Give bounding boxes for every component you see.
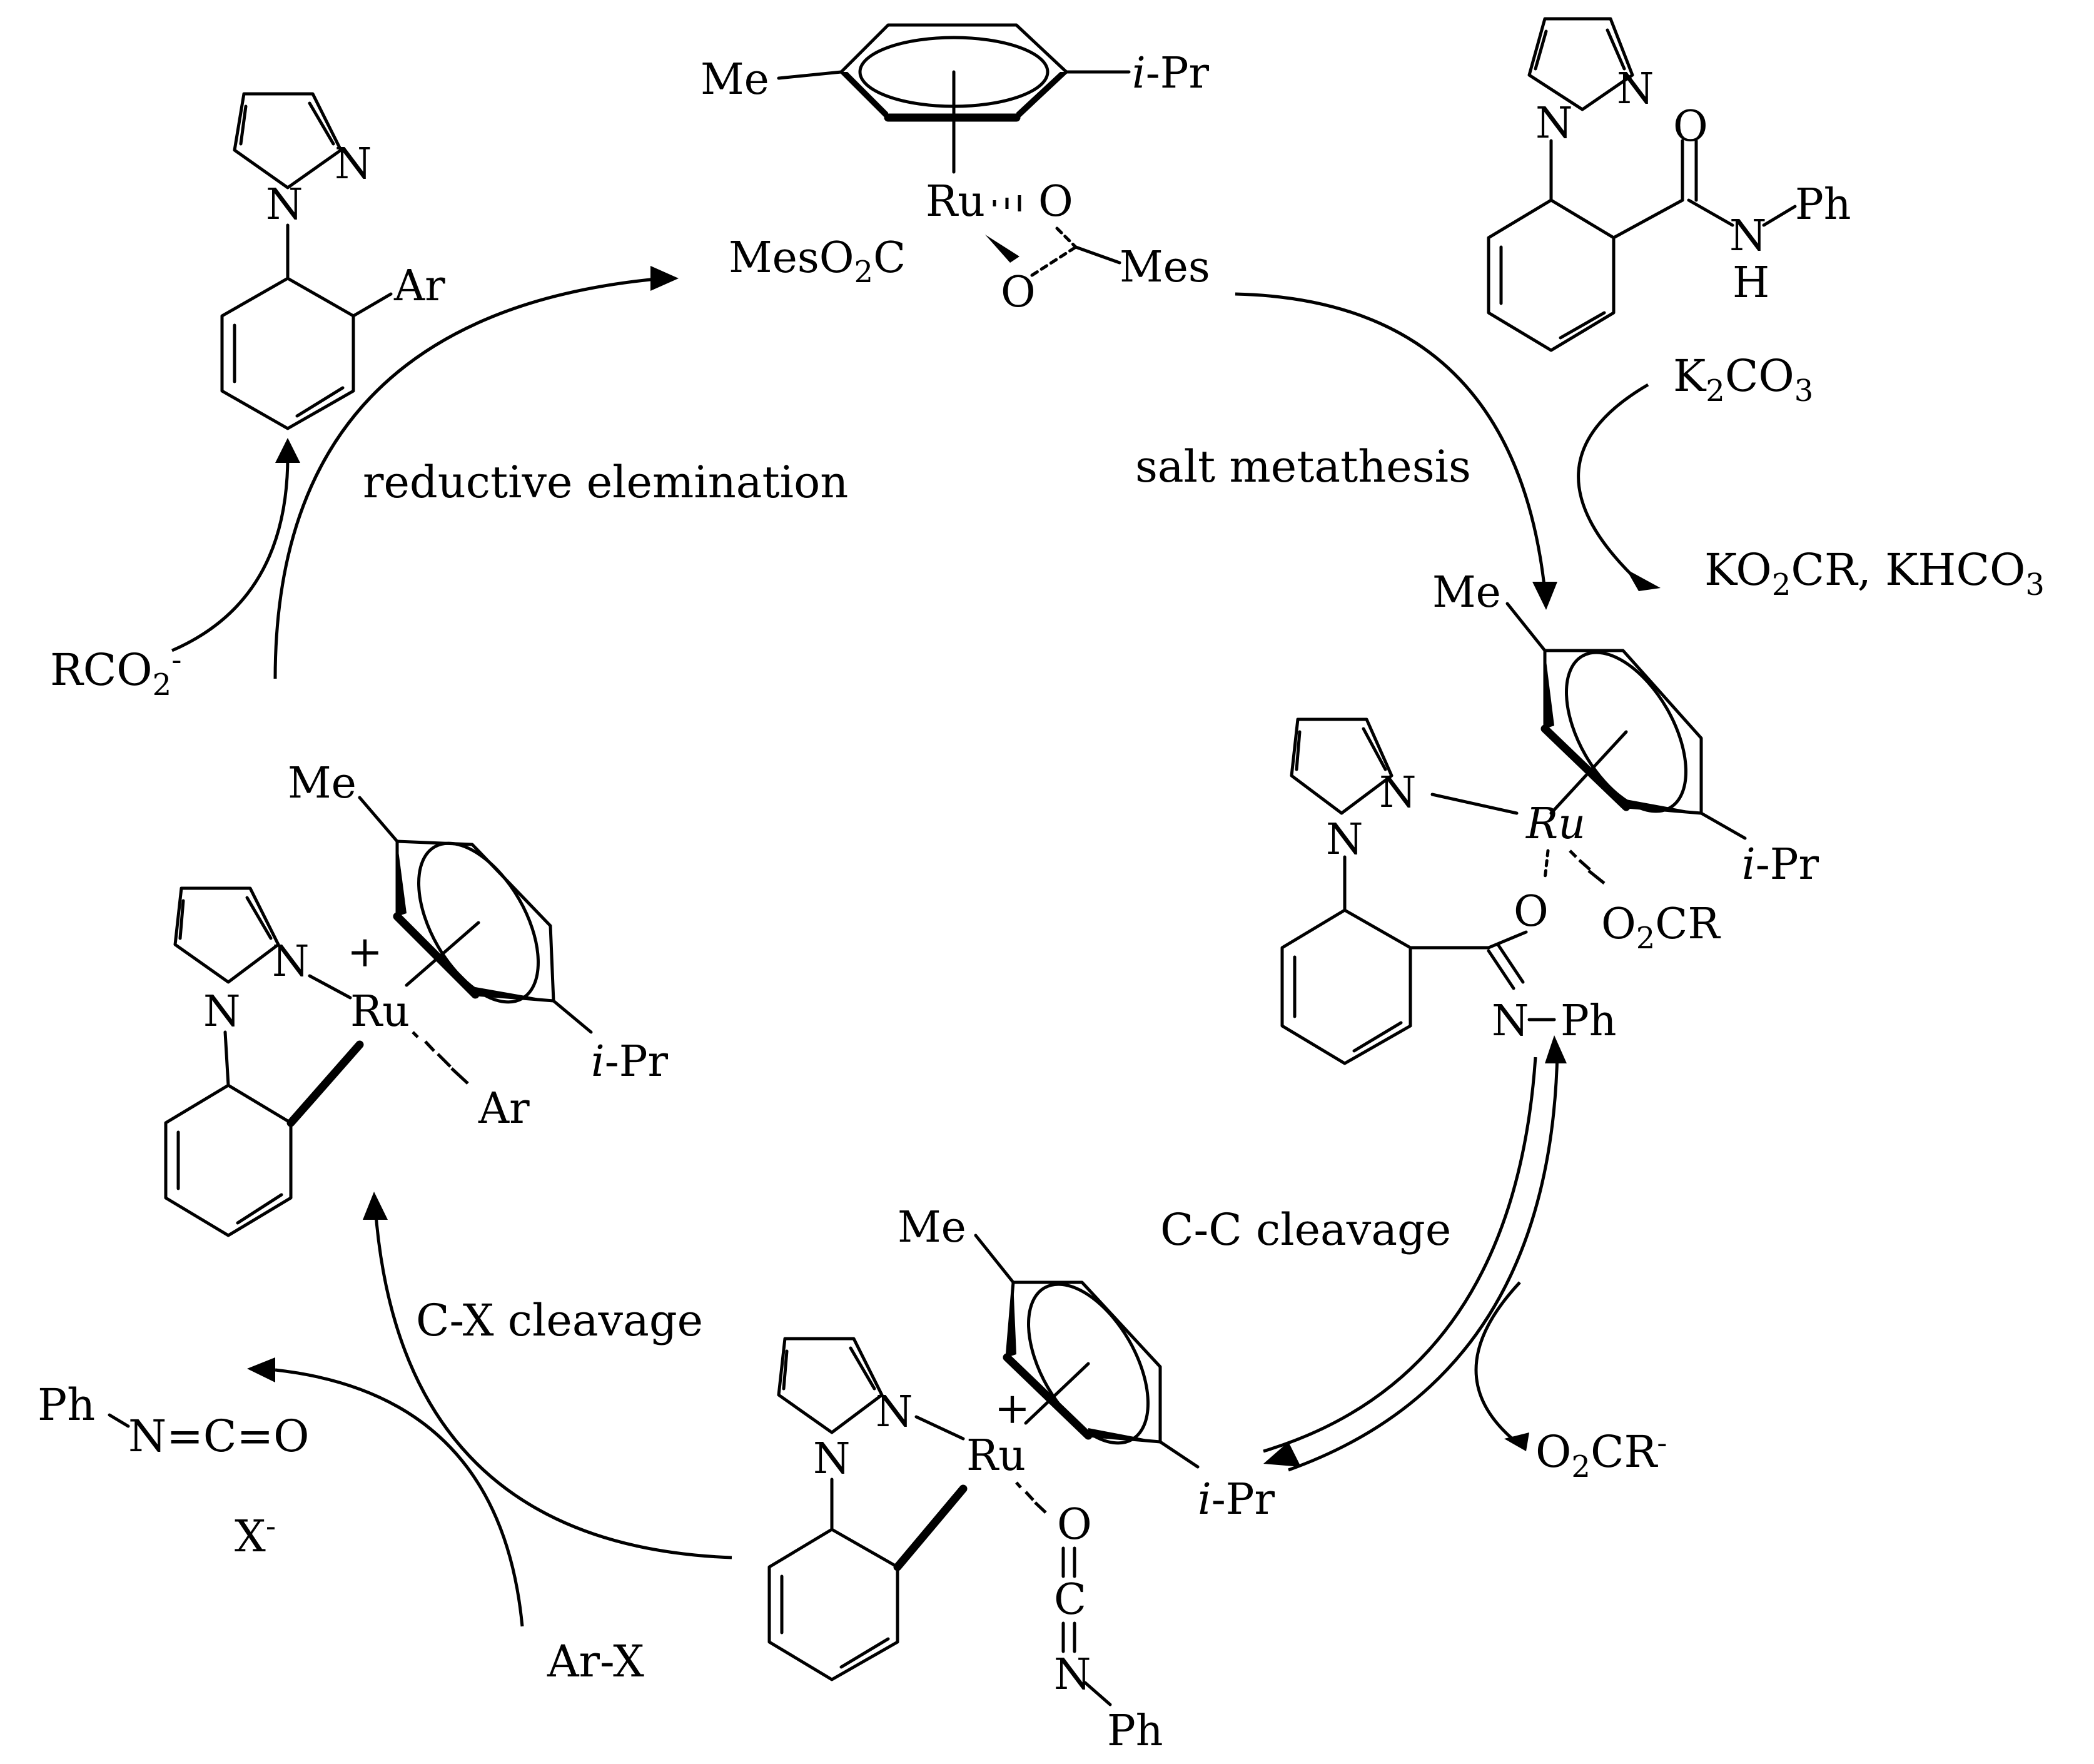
s3-me: Me bbox=[1432, 568, 1501, 617]
structure-product: N N Ar bbox=[220, 92, 445, 430]
structure-ru-amidate: Me i-Pr Ru N N O O2CR N Ph bbox=[1280, 568, 1819, 1065]
arrowhead-left-up bbox=[363, 1192, 388, 1220]
s3-ph: Ph bbox=[1560, 996, 1617, 1046]
label-salt-metathesis: salt metathesis bbox=[1135, 441, 1471, 492]
s2-n1: N bbox=[1535, 99, 1573, 148]
arrow-bottom-to-left bbox=[373, 1207, 732, 1559]
s4-me: Me bbox=[898, 1203, 966, 1252]
label-cx-cleavage: C-X cleavage bbox=[416, 1295, 703, 1346]
structure-ru-catalyst: Me i-Pr Ru MesO2C O O Mes bbox=[701, 23, 1210, 317]
s5-pyrazole bbox=[173, 886, 280, 984]
arrow-o2cr-out bbox=[1474, 1281, 1521, 1446]
structure-ru-aryl: Me i-Pr + Ru N N Ar bbox=[164, 759, 668, 1237]
label-reductive-elimination: reductive elemination bbox=[363, 457, 848, 508]
s6-n2: N bbox=[335, 139, 372, 189]
cycle-arrows bbox=[171, 266, 1661, 1627]
s3-pyrazole bbox=[1290, 717, 1393, 815]
byproduct-salts: KO2CR, KHCO3 bbox=[1704, 544, 2045, 602]
arrowhead-isocyanate bbox=[247, 1357, 275, 1382]
arrow-top-to-right bbox=[1235, 292, 1547, 592]
arrow-arx-in bbox=[275, 1368, 524, 1627]
s5-me: Me bbox=[288, 759, 357, 808]
s3-n-amide: N bbox=[1492, 996, 1529, 1046]
s1-o-top: O bbox=[1038, 177, 1073, 226]
structure-ru-isocyanate: Me i-Pr + Ru N N O C N Ph bbox=[767, 1203, 1275, 1756]
arrowhead-bottom-left bbox=[1263, 1442, 1301, 1467]
s1-o-bottom: O bbox=[1001, 268, 1036, 317]
reagents: K2CO3 KO2CR, KHCO3 O2CR- Ar-X X- Ph N=C=… bbox=[38, 350, 2045, 1687]
step-labels: salt metathesis C-C cleavage C-X cleavag… bbox=[363, 441, 1471, 1346]
s6-n1: N bbox=[266, 180, 303, 230]
s4-n: N bbox=[1054, 1650, 1091, 1700]
s1-mes: Mes bbox=[1120, 243, 1210, 292]
arrow-k2co3-in bbox=[1577, 383, 1649, 583]
s4-benzene bbox=[767, 1528, 899, 1681]
arrowhead-right-up bbox=[1545, 1035, 1567, 1063]
s5-n1: N bbox=[203, 987, 241, 1037]
s4-ph: Ph bbox=[1107, 1706, 1163, 1756]
s6-ar: Ar bbox=[393, 261, 445, 311]
s3-o2cr: O2CR bbox=[1601, 900, 1721, 956]
s4-ru: Ru bbox=[966, 1431, 1026, 1481]
arrowhead-o2cr bbox=[1504, 1432, 1529, 1451]
isocyanate-ph: Ph bbox=[38, 1379, 95, 1431]
arrowhead-k2co3 bbox=[1626, 569, 1661, 591]
arrow-left-to-top bbox=[273, 276, 664, 679]
s4-n1: N bbox=[813, 1434, 851, 1484]
s4-plus: + bbox=[994, 1384, 1030, 1434]
s5-n2: N bbox=[272, 937, 310, 986]
s3-ipr: i-Pr bbox=[1742, 840, 1819, 890]
s2-n2: N bbox=[1617, 64, 1654, 114]
s4-ipr: i-Pr bbox=[1198, 1475, 1275, 1524]
s3-o: O bbox=[1514, 887, 1549, 936]
s3-benzene bbox=[1280, 908, 1412, 1065]
s4-n2: N bbox=[876, 1387, 913, 1437]
s5-ru: Ru bbox=[350, 987, 410, 1037]
s2-h: H bbox=[1732, 258, 1769, 308]
s2-ph: Ph bbox=[1795, 180, 1851, 230]
s2-benzene bbox=[1487, 198, 1616, 352]
label-cc-cleavage: C-C cleavage bbox=[1160, 1204, 1451, 1255]
s5-ipr: i-Pr bbox=[591, 1037, 668, 1087]
s2-n: N bbox=[1729, 211, 1767, 261]
arrowhead-product bbox=[275, 438, 300, 463]
isocyanate-bond bbox=[108, 1413, 130, 1428]
byproduct-isocyanate: N=C=O bbox=[128, 1411, 310, 1462]
arrowhead-top-left bbox=[650, 266, 679, 291]
s2-o: O bbox=[1673, 102, 1708, 151]
reagent-rco2: RCO2- bbox=[50, 642, 181, 702]
s5-plus: + bbox=[347, 928, 383, 977]
s3-ru: Ru bbox=[1525, 799, 1586, 849]
reagent-arx: Ar-X bbox=[547, 1636, 644, 1687]
arrow-rco2-in bbox=[171, 456, 290, 652]
arrow-right-to-bottom bbox=[1263, 1057, 1537, 1453]
s2-pyrazole bbox=[1527, 17, 1634, 111]
s5-benzene bbox=[164, 1083, 293, 1237]
s1-ru: Ru bbox=[926, 177, 985, 226]
s3-n2: N bbox=[1379, 768, 1417, 818]
s1-me: Me bbox=[701, 55, 769, 104]
arrowhead-right-top bbox=[1532, 582, 1557, 610]
s6-pyrazole bbox=[233, 92, 343, 190]
structure-substrate: N N O N H Ph bbox=[1487, 17, 1851, 352]
byproduct-carboxylate: O2CR- bbox=[1535, 1426, 1667, 1484]
s1-meso2c: MesO2C bbox=[729, 233, 906, 290]
reagent-k2co3: K2CO3 bbox=[1673, 350, 1813, 408]
s5-ar: Ar bbox=[478, 1084, 530, 1133]
arrow-bottom-to-right bbox=[1288, 1050, 1559, 1472]
s1-ipr: i-Pr bbox=[1132, 49, 1209, 98]
byproduct-x-minus: X- bbox=[235, 1509, 276, 1562]
s4-c: C bbox=[1054, 1575, 1086, 1625]
s4-pyrazole bbox=[777, 1337, 884, 1434]
s6-benzene bbox=[220, 276, 355, 430]
s4-o: O bbox=[1057, 1500, 1092, 1549]
